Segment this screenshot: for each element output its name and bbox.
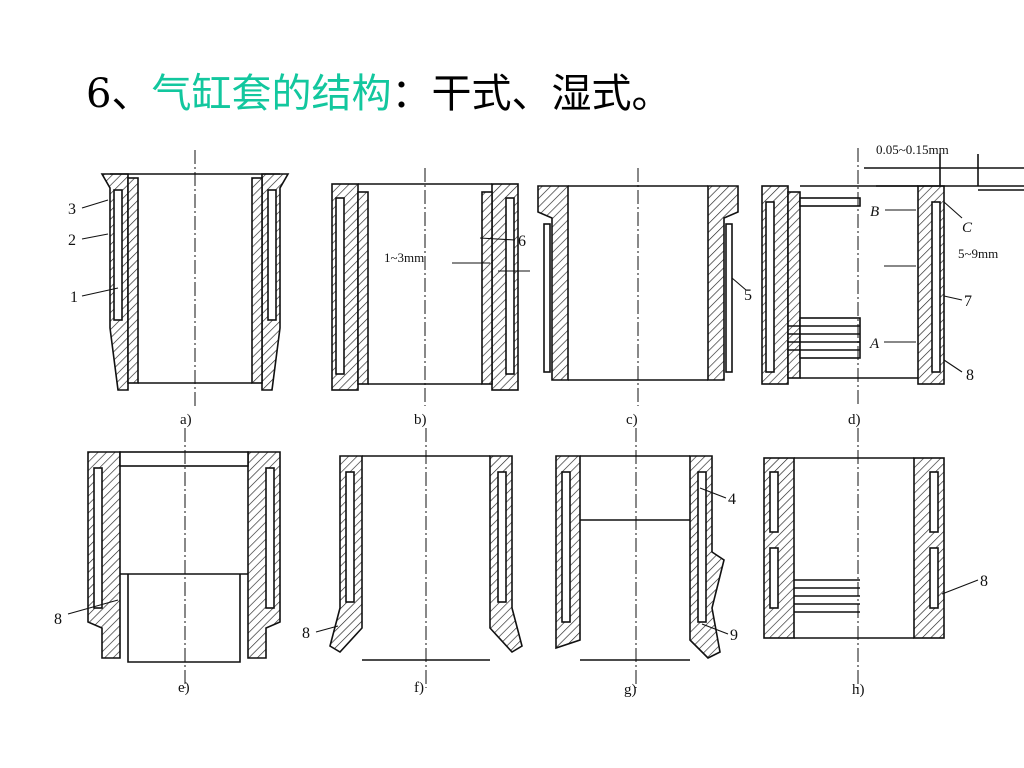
panel-d-leaders — [884, 201, 963, 373]
cylinder-liner-diagram: a) b) c) d) e) f) g) h) 3 2 1 6 5 7 8 8 … — [54, 142, 1024, 698]
callout-8-d: 8 — [966, 367, 974, 384]
panel-a-drawing — [100, 150, 290, 406]
callout-A: A — [869, 336, 880, 352]
dimension-gap-d-side: 5~9mm — [958, 246, 998, 261]
title-colon: ： — [391, 71, 432, 117]
slide-title: 6、气缸套的结构：干式、湿式。 — [86, 66, 671, 122]
panel-f-leader — [315, 625, 339, 633]
title-number: 6、 — [86, 71, 152, 117]
panel-e-label: e) — [178, 680, 190, 696]
panel-f-label: f) — [414, 680, 424, 696]
panel-e-drawing — [87, 428, 281, 688]
callout-5: 5 — [744, 287, 752, 304]
panel-g-drawing — [555, 428, 725, 688]
panel-f-drawing — [329, 428, 523, 688]
callout-B: B — [870, 204, 879, 220]
panel-d-drawing — [761, 148, 1024, 406]
panel-g-label: g) — [624, 682, 637, 698]
panel-c-drawing — [537, 168, 739, 406]
callout-8-e: 8 — [54, 611, 62, 628]
panel-c-leader — [731, 277, 747, 291]
panel-d-label: d) — [848, 412, 861, 428]
panel-a-leaders — [81, 199, 119, 297]
dimension-gap-b: 1~3mm — [384, 250, 424, 265]
callout-4: 4 — [728, 491, 736, 508]
dimension-gap-d-top: 0.05~0.15mm — [876, 142, 949, 157]
panel-a-label: a) — [180, 412, 192, 428]
callout-6: 6 — [518, 233, 526, 250]
callout-C: C — [962, 220, 973, 236]
panel-c-label: c) — [626, 412, 638, 428]
title-types: 干式、湿式。 — [431, 71, 672, 117]
callout-3: 3 — [68, 201, 76, 218]
panel-h-drawing — [763, 428, 945, 688]
panel-h-leader — [941, 579, 979, 595]
title-topic: 气缸套的结构 — [151, 71, 392, 117]
callout-8-f: 8 — [302, 625, 310, 642]
panel-h-label: h) — [852, 682, 865, 698]
callout-9: 9 — [730, 627, 738, 644]
callout-1: 1 — [70, 289, 78, 306]
panel-b-drawing — [331, 168, 519, 406]
callout-8-h: 8 — [980, 573, 988, 590]
panel-b-dimension — [452, 237, 530, 272]
panel-b-label: b) — [414, 412, 427, 428]
callout-7: 7 — [964, 293, 972, 310]
panel-g-leaders — [699, 487, 729, 635]
panel-e-leader — [67, 599, 119, 615]
callout-2: 2 — [68, 232, 76, 249]
